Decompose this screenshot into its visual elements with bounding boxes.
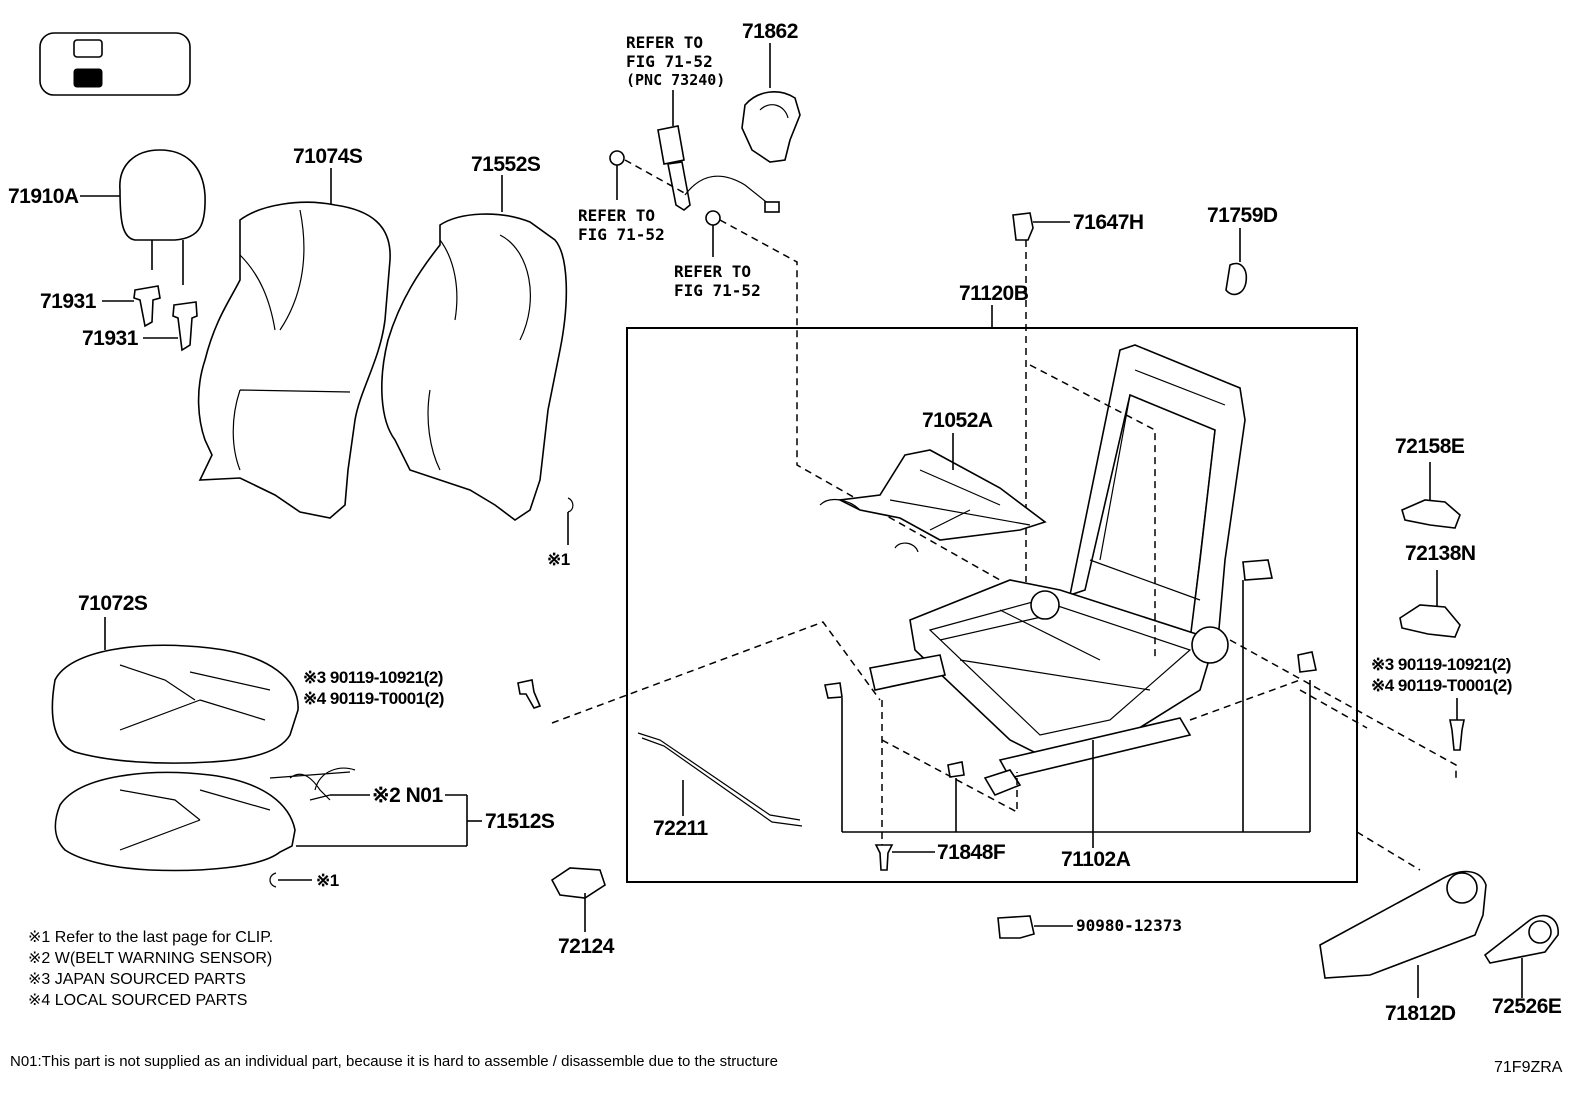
part-label-71072s[interactable]: 71072S xyxy=(78,592,148,615)
part-label-71862[interactable]: 71862 xyxy=(742,20,798,43)
seat-belt-buckle-part xyxy=(657,90,780,213)
legend-box xyxy=(39,32,191,96)
part-label-71102a[interactable]: 71102A xyxy=(1061,848,1131,871)
part-label-71910a[interactable]: 71910A xyxy=(8,185,79,208)
seat-cushion-cover-part xyxy=(54,771,296,872)
part-72158e xyxy=(1401,499,1461,529)
part-label-71512s[interactable]: 71512S xyxy=(485,810,555,833)
refer-line-1: REFER TO xyxy=(626,33,704,52)
part-label-71052a[interactable]: 71052A xyxy=(922,409,993,432)
part-label-71647h[interactable]: 71647H xyxy=(1073,211,1144,234)
bolt-right-part xyxy=(1449,719,1465,751)
footer-note: N01:This part is not supplied as an indi… xyxy=(10,1053,778,1070)
seat-frame-part xyxy=(909,344,1246,761)
refer-label-a: REFER TO FIG 71-52 xyxy=(578,206,665,244)
side-cover-part xyxy=(1319,870,1487,979)
note-3: ※3 JAPAN SOURCED PARTS xyxy=(28,971,246,988)
note-1: ※1 Refer to the last page for CLIP. xyxy=(28,929,274,946)
refer-line-3: (PNC 73240) xyxy=(626,71,726,89)
part-label-71120b[interactable]: 71120B xyxy=(959,282,1029,305)
refer-a-line-2: FIG 71-52 xyxy=(578,225,665,244)
clip-ref-upper: ※1 xyxy=(547,550,570,569)
bolt-right-label-1[interactable]: ※3 90119-10921(2) xyxy=(1371,655,1511,674)
part-label-90980[interactable]: 90980-12373 xyxy=(1076,916,1182,935)
refer-label-pnc: REFER TO FIG 71-52 (PNC 73240) xyxy=(626,33,725,90)
refer-line-2: FIG 71-52 xyxy=(626,52,713,71)
seat-slide-part xyxy=(869,654,1192,796)
clip-ref-lower: ※1 xyxy=(316,871,339,890)
belt-warning-sensor-part xyxy=(269,767,356,801)
bolt-left-part xyxy=(517,679,542,709)
part-label-72124[interactable]: 72124 xyxy=(558,935,614,958)
bolt-71848f-part xyxy=(874,844,894,871)
seat-cushion-part xyxy=(51,644,299,764)
seatback-board-part xyxy=(381,213,568,521)
small-clip-parts xyxy=(824,559,1317,778)
bolt-left-label-1[interactable]: ※3 90119-10921(2) xyxy=(303,668,443,687)
part-label-72158e[interactable]: 72158E xyxy=(1395,435,1465,458)
knob-part xyxy=(1483,914,1559,964)
refer-b-line-1: REFER TO xyxy=(674,262,752,281)
nut-parts xyxy=(609,150,721,226)
part-label-72138n[interactable]: 72138N xyxy=(1405,542,1476,565)
note-4: ※4 LOCAL SOURCED PARTS xyxy=(28,992,248,1009)
connector-90980-part xyxy=(997,915,1035,939)
part-label-71759d[interactable]: 71759D xyxy=(1207,204,1278,227)
part-label-71812d[interactable]: 71812D xyxy=(1385,1002,1456,1025)
leader-lines xyxy=(841,580,1311,848)
part-72124 xyxy=(550,867,606,899)
retractor-cover-part xyxy=(741,91,801,163)
bolt-left-label-2[interactable]: ※4 90119-T0001(2) xyxy=(303,689,444,708)
seatback-cover-part xyxy=(197,201,391,519)
part-label-71074s[interactable]: 71074S xyxy=(293,145,363,168)
part-71759d xyxy=(1225,262,1248,296)
clip-71647h-part xyxy=(1012,212,1034,241)
diagram-code: 71F9ZRA xyxy=(1494,1059,1563,1076)
wire-72211-part xyxy=(637,732,803,827)
dashed-lines xyxy=(551,364,1457,871)
part-72138n xyxy=(1399,604,1461,638)
clip-upper-part xyxy=(567,497,574,545)
seat-spring-part xyxy=(819,449,1047,553)
bolt-right-label-2[interactable]: ※4 90119-T0001(2) xyxy=(1371,676,1512,695)
refer-label-b: REFER TO FIG 71-52 xyxy=(674,262,761,300)
note-2: ※2 W(BELT WARNING SENSOR) xyxy=(28,950,273,967)
part-label-n01[interactable]: ※2 N01 xyxy=(372,784,443,807)
part-label-71848f[interactable]: 71848F xyxy=(937,841,1006,864)
headrest-support-parts xyxy=(133,285,198,352)
part-label-71931-b[interactable]: 71931 xyxy=(82,327,138,350)
part-label-71552s[interactable]: 71552S xyxy=(471,153,541,176)
part-label-72211[interactable]: 72211 xyxy=(653,817,708,840)
part-label-72526e[interactable]: 72526E xyxy=(1492,995,1562,1018)
refer-a-line-1: REFER TO xyxy=(578,206,656,225)
refer-b-line-2: FIG 71-52 xyxy=(674,281,761,300)
clip-lower-part xyxy=(269,872,277,888)
headrest-part xyxy=(119,149,206,285)
part-label-71931-a[interactable]: 71931 xyxy=(40,290,96,313)
